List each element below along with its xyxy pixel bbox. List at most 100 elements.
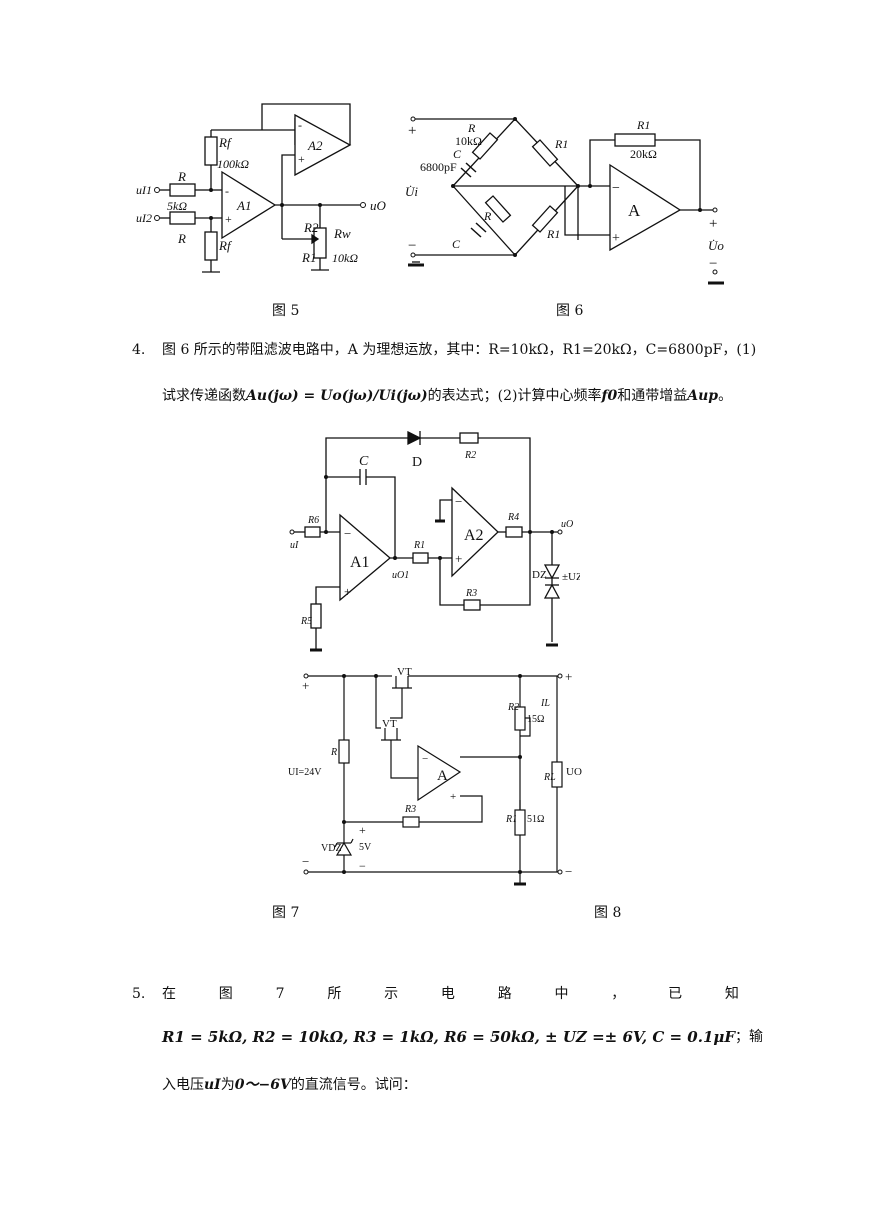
label-uz: ±UZ bbox=[562, 571, 580, 583]
q5-line1-word: 图 bbox=[218, 986, 233, 1002]
label-input-minus: − bbox=[408, 238, 416, 254]
label-c-top: C bbox=[453, 147, 462, 161]
q4-f0: f0 bbox=[601, 388, 618, 404]
label-a1: A1 bbox=[236, 198, 251, 213]
label-output-plus: + bbox=[709, 216, 717, 232]
figure-6-circuit: + − U̇i R 10kΩ C 6800pF R1 R C R1 R1 20k… bbox=[405, 116, 724, 285]
q5-line1-word: 7 bbox=[275, 986, 285, 1002]
label-rw: Rw bbox=[333, 226, 351, 241]
label-a1-minus: − bbox=[344, 526, 351, 541]
label-c: C bbox=[359, 454, 369, 469]
label-c-value: 6800pF bbox=[420, 160, 457, 174]
label-a2-minus: - bbox=[298, 118, 302, 132]
q5-line2: R1 = 5kΩ, R2 = 10kΩ, R3 = 1kΩ, R6 = 50kΩ… bbox=[162, 1027, 763, 1047]
q5-given-values: R1 = 5kΩ, R2 = 10kΩ, R3 = 1kΩ, R6 = 50kΩ… bbox=[162, 1028, 736, 1046]
label-a2-minus: − bbox=[455, 494, 462, 509]
label-a2-plus: + bbox=[298, 152, 305, 166]
label-feedback-value: 20kΩ bbox=[630, 147, 657, 161]
label-ui: uI bbox=[290, 540, 299, 551]
label-ui2: uI2 bbox=[136, 211, 152, 225]
q5-line1-word: 已 bbox=[668, 986, 683, 1002]
figure-7-circuit: C D R2 R6 uI A1 − + uO1 R1 R5 A2 − + R3 … bbox=[289, 430, 580, 652]
label-amp-plus: + bbox=[612, 231, 620, 246]
label-r1-value: 51Ω bbox=[527, 814, 544, 825]
q5-line3-text-a: 入电压 bbox=[162, 1077, 204, 1093]
label-r-top: R bbox=[467, 121, 476, 135]
label-amp-a: A bbox=[437, 768, 448, 784]
label-uo: uO bbox=[561, 519, 573, 530]
label-a2: A2 bbox=[307, 138, 323, 153]
label-amp-plus: + bbox=[450, 791, 456, 803]
q5-line1-word: 所 bbox=[327, 986, 342, 1002]
label-r2: R2 bbox=[464, 450, 476, 461]
label-rf-top-value: 100kΩ bbox=[217, 157, 249, 171]
label-output-minus: − bbox=[709, 256, 717, 272]
label-ui1: uI1 bbox=[136, 183, 152, 197]
label-r3: R3 bbox=[465, 588, 477, 599]
q5-range: 0～−6V bbox=[234, 1077, 291, 1093]
label-r: R bbox=[330, 747, 337, 758]
q4-line1: 图 6 所示的带阻滤波电路中，A 为理想运放，其中：R=10kΩ，R1=20kΩ… bbox=[162, 342, 757, 358]
q4-aup: Aup bbox=[687, 388, 719, 404]
figure-5-caption: 图 5 bbox=[272, 303, 300, 319]
label-ui: UI=24V bbox=[288, 767, 322, 778]
figure-8-caption: 图 8 bbox=[594, 905, 622, 921]
label-amp-minus: − bbox=[422, 753, 428, 765]
label-d: D bbox=[412, 455, 422, 470]
label-zener-plus: + bbox=[359, 823, 366, 837]
label-output-plus: + bbox=[565, 669, 572, 684]
q4-line2-text-c: 和通带增益 bbox=[617, 388, 688, 404]
label-5v: 5V bbox=[359, 842, 372, 853]
label-r-bottom: R bbox=[177, 231, 186, 246]
figure-7-caption: 图 7 bbox=[272, 905, 300, 921]
figure-5-circuit: Rf 100kΩ R 5kΩ R Rf A1 A2 - + - + uI1 uI… bbox=[136, 103, 387, 273]
q5-line3: 入电压uI为0～−6V的直流信号。试问： bbox=[162, 1075, 417, 1095]
label-r6: R6 bbox=[307, 515, 319, 526]
label-rf-top: Rf bbox=[218, 135, 233, 150]
q5-line1-word: 知 bbox=[724, 986, 739, 1002]
label-a1: A1 bbox=[350, 554, 370, 571]
label-r3: R3 bbox=[404, 804, 416, 815]
label-r5: R5 bbox=[300, 616, 312, 627]
label-uo: U̇o bbox=[708, 238, 724, 253]
label-rf-bottom: Rf bbox=[218, 238, 233, 253]
label-a2: A2 bbox=[464, 527, 484, 544]
label-dz: DZ bbox=[532, 569, 547, 581]
label-vt2: VT bbox=[382, 718, 397, 730]
label-zener-minus: − bbox=[359, 859, 366, 873]
label-r1: R1 bbox=[413, 540, 425, 551]
label-ui: U̇i bbox=[405, 184, 418, 199]
q4-line2-text-a: 试求传递函数 bbox=[162, 388, 246, 404]
label-vdz: VDZ bbox=[321, 843, 342, 854]
label-a1-minus: - bbox=[225, 184, 229, 198]
q5-ui: uI bbox=[204, 1077, 221, 1093]
label-input-minus: − bbox=[302, 854, 309, 869]
label-uo: UO bbox=[566, 766, 582, 778]
q4-number: 4. bbox=[132, 342, 146, 358]
label-il: IL bbox=[540, 698, 550, 709]
label-r2: R2 bbox=[507, 702, 519, 713]
label-amp-a: A bbox=[628, 201, 641, 220]
figure-6-caption: 图 6 bbox=[556, 303, 584, 319]
q5-line1-word: 中 bbox=[554, 986, 569, 1002]
q5-line1-word: ， bbox=[611, 986, 626, 1002]
q4-transfer-function: Au(jω) = Uo(jω)/Ui(jω) bbox=[246, 388, 428, 404]
label-r-mid: R bbox=[483, 209, 492, 223]
q4-line2-text-b: 的表达式；(2)计算中心频率 bbox=[427, 388, 602, 404]
q4-line2: 试求传递函数Au(jω) = Uo(jω)/Ui(jω)的表达式；(2)计算中心… bbox=[162, 386, 732, 406]
label-input-plus: + bbox=[302, 678, 309, 693]
q5-line3-text-c: 的直流信号。试问： bbox=[290, 1077, 417, 1093]
figure-8-circuit: + − + − VT VT R UI=24V R2 15Ω IL RL UO A… bbox=[288, 666, 582, 886]
q5-number: 5. bbox=[132, 986, 146, 1002]
label-r1: R1 bbox=[301, 250, 316, 265]
label-r2-value: 15Ω bbox=[527, 714, 544, 725]
label-a1-plus: + bbox=[225, 212, 232, 226]
label-output-minus: − bbox=[565, 864, 572, 879]
q5-line1-word: 电 bbox=[440, 986, 455, 1002]
label-rw-value: 10kΩ bbox=[332, 251, 358, 265]
label-c-bottom: C bbox=[452, 237, 461, 251]
label-a2-plus: + bbox=[455, 551, 462, 566]
label-vt1: VT bbox=[397, 666, 412, 678]
label-amp-minus: − bbox=[612, 181, 620, 196]
